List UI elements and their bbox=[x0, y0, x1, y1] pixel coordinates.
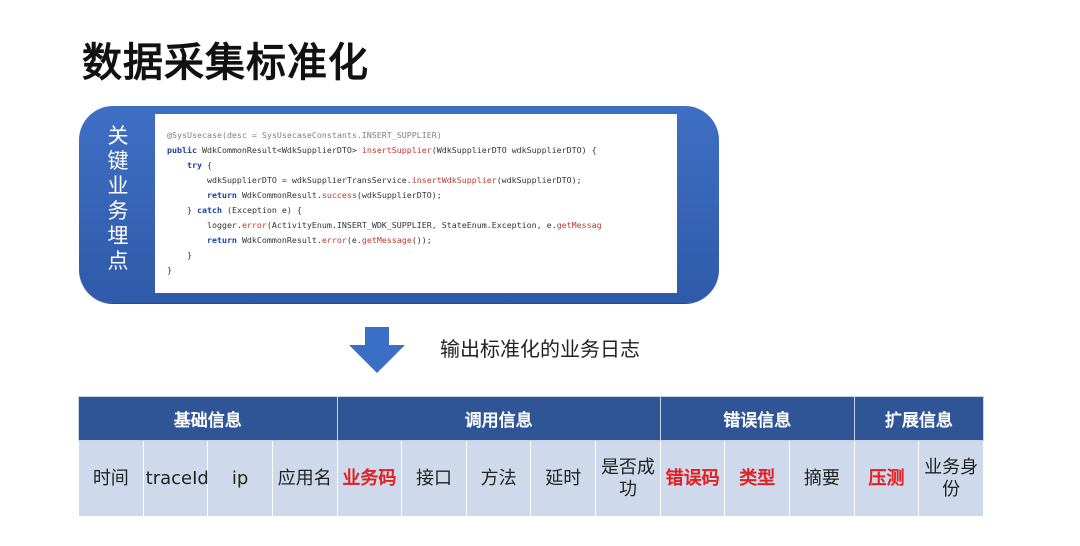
code-token: error bbox=[241, 220, 267, 230]
field-cell: 接口 bbox=[401, 440, 467, 517]
code-token: ()); bbox=[411, 235, 432, 245]
code-token: public bbox=[167, 145, 202, 155]
code-line: logger.error(ActivityEnum.INSERT_WDK_SUP… bbox=[167, 218, 677, 233]
code-line: } bbox=[167, 248, 677, 263]
code-line: } bbox=[167, 263, 677, 278]
code-token: catch bbox=[196, 205, 222, 215]
code-token: } bbox=[167, 265, 172, 275]
group-header-error: 错误信息 bbox=[659, 396, 855, 441]
code-token: try bbox=[167, 160, 202, 170]
code-token: getMessag bbox=[556, 220, 602, 230]
vertical-char: 埋 bbox=[107, 224, 129, 248]
group-header-basic: 基础信息 bbox=[78, 396, 338, 441]
code-snippet: @SysUsecase(desc = SysUsecaseConstants.I… bbox=[155, 114, 677, 293]
code-line: @SysUsecase(desc = SysUsecaseConstants.I… bbox=[167, 128, 677, 143]
table-group-row: 基础信息 调用信息 错误信息 扩展信息 bbox=[78, 396, 985, 441]
code-token: WdkCommonResult. bbox=[241, 235, 322, 245]
field-cell: 摘要 bbox=[789, 440, 855, 517]
down-arrow-icon bbox=[349, 327, 405, 373]
field-cell: 类型 bbox=[724, 440, 791, 517]
code-token: insertWdkSupplier bbox=[411, 175, 497, 185]
code-token: (wdkSupplierDTO); bbox=[356, 190, 442, 200]
field-cell: 业务身份 bbox=[918, 440, 984, 517]
group-header-extension: 扩展信息 bbox=[853, 396, 985, 441]
code-token: (ActivityEnum.INSERT_WDK_SUPPLIER, State… bbox=[266, 220, 557, 230]
field-cell: 应用名 bbox=[271, 440, 338, 517]
code-line: } catch (Exception e) { bbox=[167, 203, 677, 218]
code-token: } bbox=[167, 205, 197, 215]
vertical-char: 点 bbox=[107, 249, 129, 273]
code-token: (Exception e) { bbox=[221, 205, 302, 215]
page-title: 数据采集标准化 bbox=[82, 40, 369, 86]
code-line: public WdkCommonResult<WdkSupplierDTO> i… bbox=[167, 143, 677, 158]
code-token: return bbox=[167, 235, 242, 245]
log-standard-table: 基础信息 调用信息 错误信息 扩展信息 时间 traceId ip 应用名 业务… bbox=[78, 396, 985, 517]
panel-vertical-label: 关 键 业 务 埋 点 bbox=[100, 124, 136, 274]
code-line: try { bbox=[167, 158, 677, 173]
code-token: success bbox=[321, 190, 357, 200]
field-cell: 业务码 bbox=[336, 440, 403, 517]
code-token: @SysUsecase(desc = SysUsecaseConstants.I… bbox=[167, 130, 442, 140]
vertical-char: 业 bbox=[107, 174, 129, 198]
vertical-char: 务 bbox=[107, 199, 129, 223]
code-token: } bbox=[167, 250, 192, 260]
arrow-label: 输出标准化的业务日志 bbox=[440, 337, 640, 361]
group-header-call: 调用信息 bbox=[336, 396, 661, 441]
field-cell: 方法 bbox=[465, 440, 532, 517]
code-token: insertSupplier bbox=[361, 145, 432, 155]
code-token: getMessage bbox=[361, 235, 412, 245]
code-line: return WdkCommonResult.error(e.getMessag… bbox=[167, 233, 677, 248]
vertical-char: 关 bbox=[107, 124, 129, 148]
field-cell: 时间 bbox=[78, 440, 144, 517]
code-line: return WdkCommonResult.success(wdkSuppli… bbox=[167, 188, 677, 203]
code-token: WdkCommonResult<WdkSupplierDTO> bbox=[201, 145, 362, 155]
field-cell: traceId bbox=[142, 440, 209, 517]
field-cell: 压测 bbox=[853, 440, 920, 517]
code-token: (wdkSupplierDTO); bbox=[496, 175, 582, 185]
field-cell: 错误码 bbox=[659, 440, 726, 517]
code-token: { bbox=[201, 160, 212, 170]
code-token: logger. bbox=[167, 220, 242, 230]
code-token: (WdkSupplierDTO wdkSupplierDTO) { bbox=[431, 145, 597, 155]
vertical-char: 键 bbox=[107, 149, 129, 173]
field-cell: 延时 bbox=[530, 440, 597, 517]
code-token: (e. bbox=[346, 235, 362, 245]
table-field-row: 时间 traceId ip 应用名 业务码 接口 方法 延时 是否成功 错误码 … bbox=[78, 440, 984, 517]
code-line: wdkSupplierDTO = wdkSupplierTransService… bbox=[167, 173, 677, 188]
code-token: error bbox=[321, 235, 347, 245]
code-token: wdkSupplierDTO = wdkSupplierTransService… bbox=[167, 175, 412, 185]
code-token: return bbox=[167, 190, 242, 200]
field-cell: 是否成功 bbox=[595, 440, 661, 517]
field-cell: ip bbox=[207, 440, 273, 517]
code-token: WdkCommonResult. bbox=[241, 190, 322, 200]
